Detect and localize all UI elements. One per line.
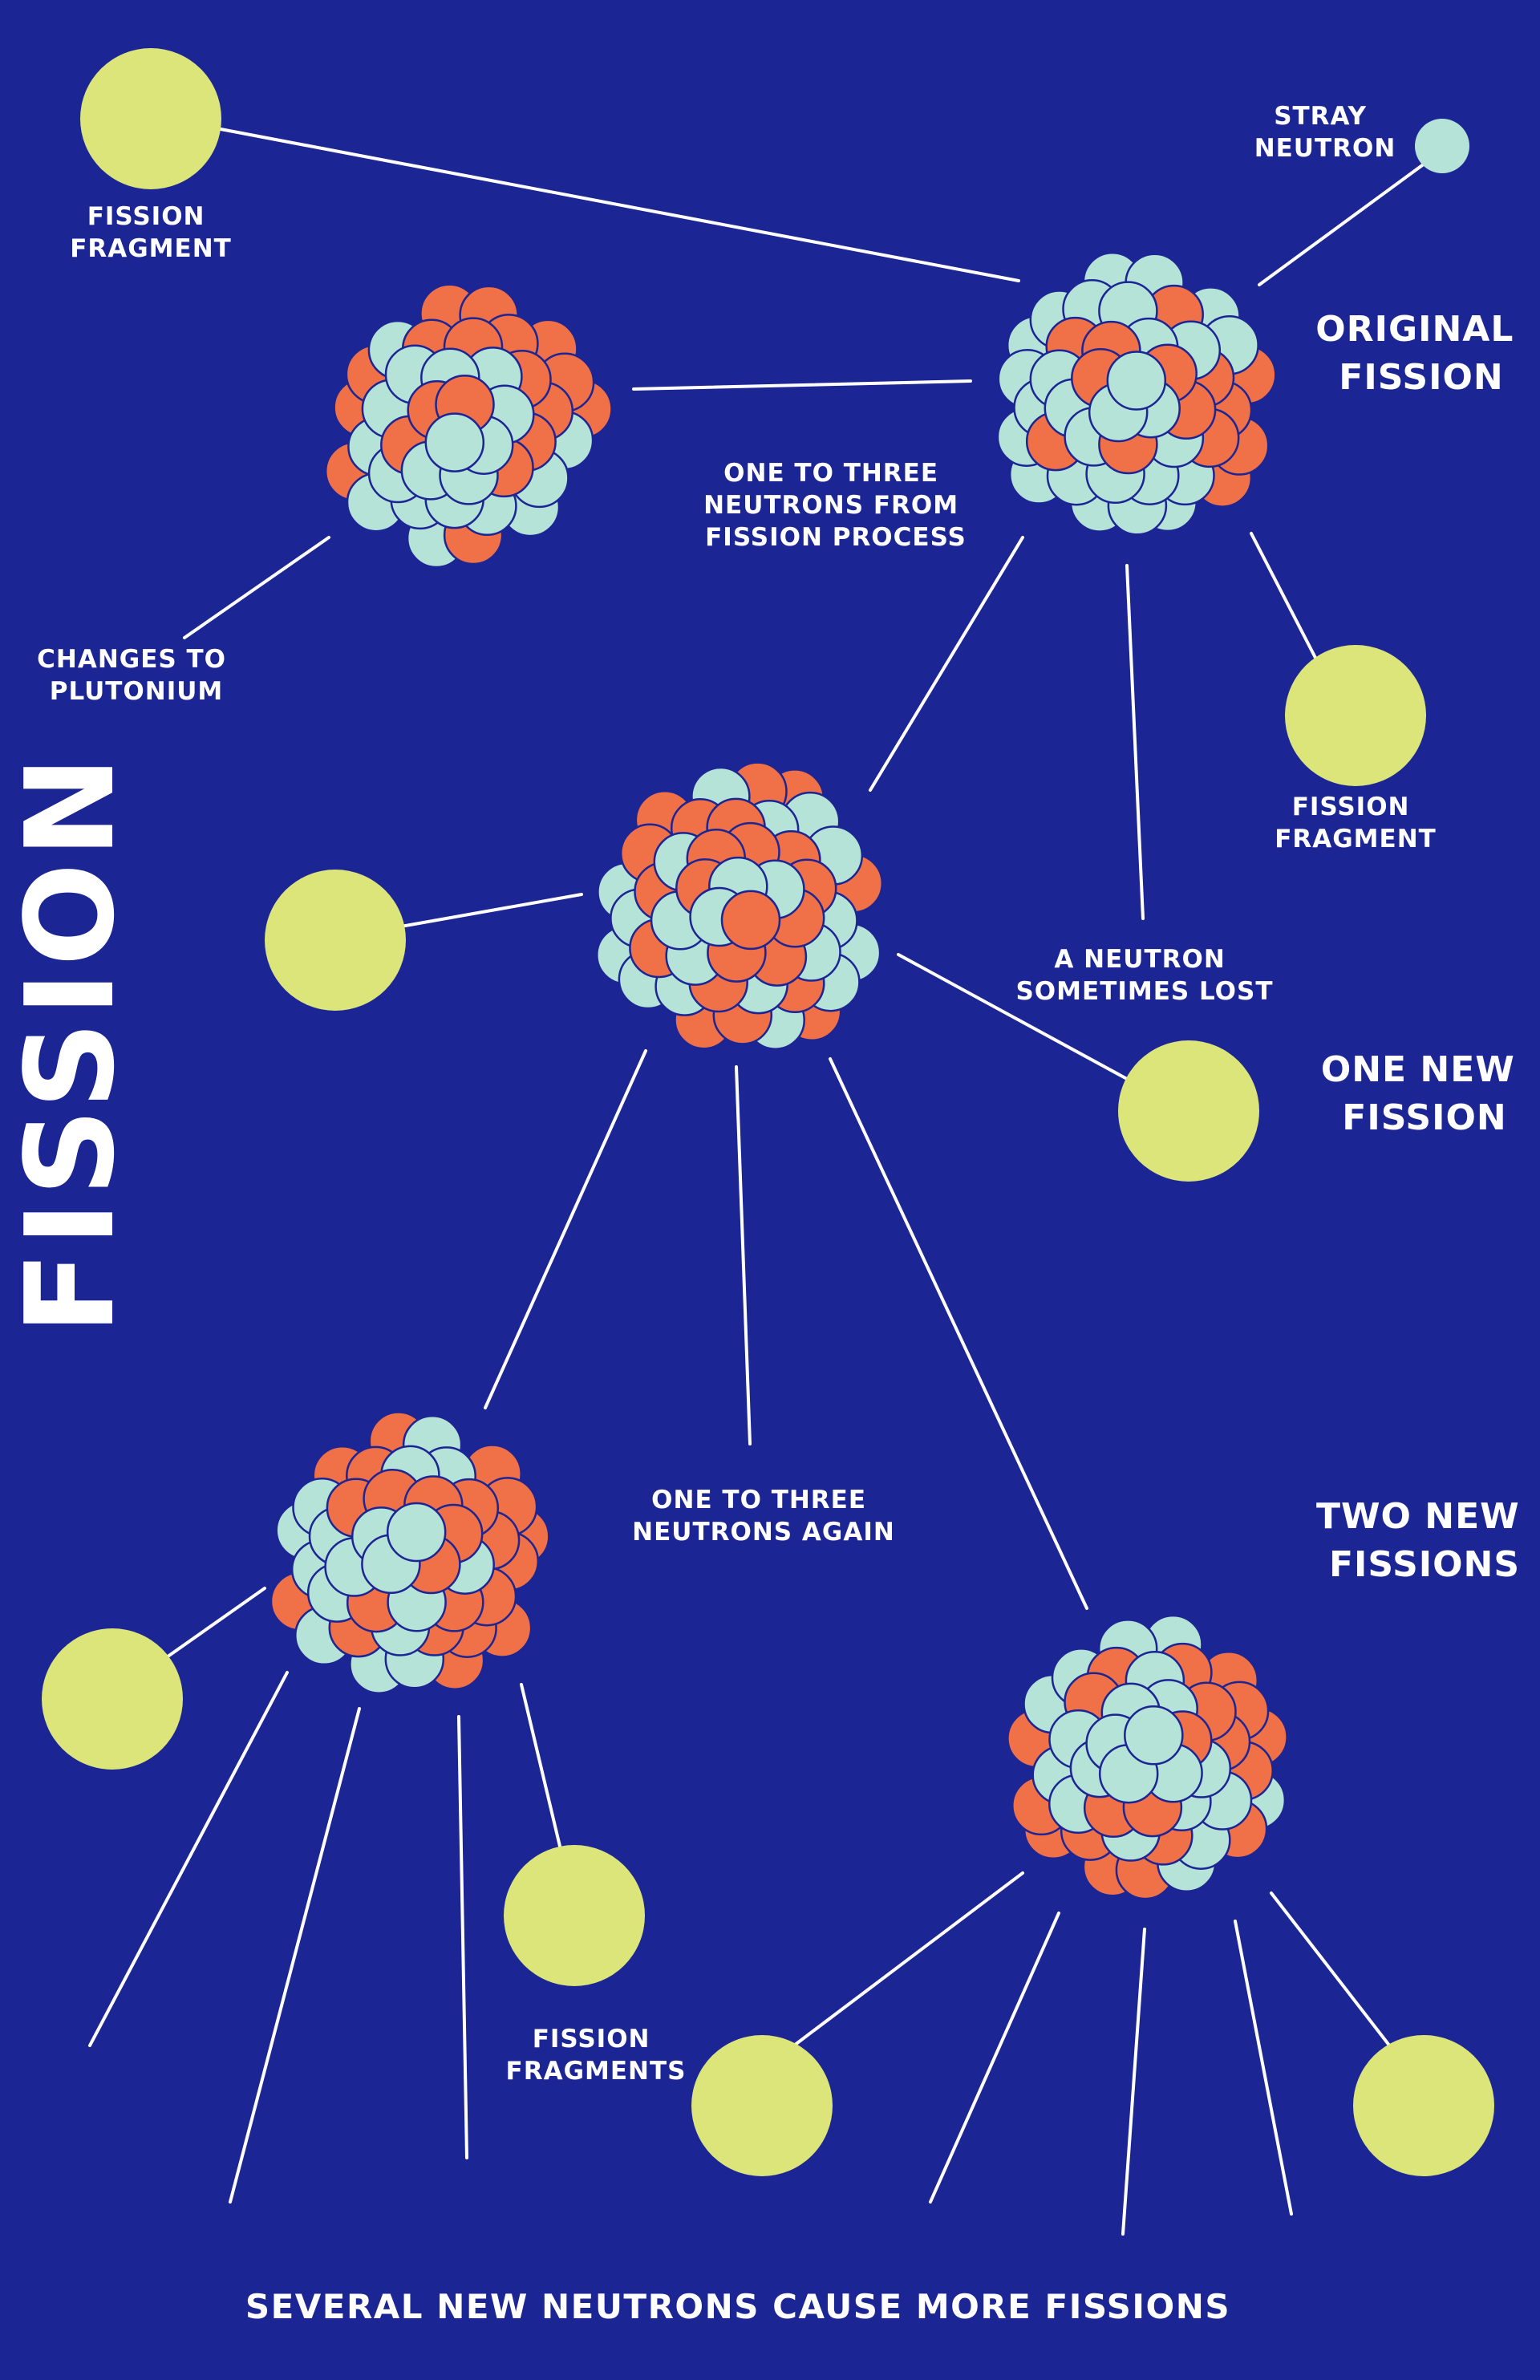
label-stray-neutron: STRAY NEUTRON xyxy=(1254,102,1396,163)
nucleus-two-new-fissions-left xyxy=(270,1411,550,1694)
line-right-to-fragment-2 xyxy=(1270,1891,1397,2055)
bottom-caption: SEVERAL NEW NEUTRONS CAUSE MORE FISSIONS xyxy=(245,2287,1230,2326)
label-one-to-three-neutrons-again: ONE TO THREE NEUTRONS AGAIN xyxy=(632,1486,895,1547)
nucleus-plutonium xyxy=(324,283,613,569)
label-changes-to-plutonium: CHANGES TO PLUTONIUM xyxy=(37,645,236,706)
fission-fragment-bottom-right xyxy=(1353,2035,1494,2176)
label-fission-fragments: FISSION FRAGMENTS xyxy=(506,2025,687,2086)
fission-fragment-bottom-center xyxy=(504,1845,645,1986)
neutron xyxy=(386,1502,447,1563)
label-one-to-three-neutrons: ONE TO THREE NEUTRONS FROM FISSION PROCE… xyxy=(703,459,968,552)
line-left-neutron-1 xyxy=(88,1671,289,2047)
line-fragment-top-to-original xyxy=(215,127,1020,282)
line-right-neutron-3 xyxy=(1234,1920,1293,2216)
line-fragment-right-mid xyxy=(897,953,1129,1081)
line-left-to-fragment xyxy=(155,1587,266,1666)
nucleus-two-new-fissions-right xyxy=(1007,1614,1288,1900)
fission-fragment-bottom-mid xyxy=(691,2035,833,2176)
stray-neutron xyxy=(1415,119,1469,173)
page-title: FISSION xyxy=(0,751,141,1334)
neutron xyxy=(1124,1705,1184,1766)
line-right-to-fragment xyxy=(776,1871,1024,2059)
label-neutron-sometimes-lost: A NEUTRON SOMETIMES LOST xyxy=(1015,945,1273,1006)
line-left-to-fragment-2 xyxy=(520,1683,563,1855)
line-plutonium-label xyxy=(183,536,330,639)
label-original-fission: ORIGINAL FISSION xyxy=(1315,309,1526,398)
line-neutrons-again xyxy=(735,1065,752,1445)
label-one-new-fission: ONE NEW FISSION xyxy=(1321,1049,1528,1138)
neutron xyxy=(1106,351,1167,411)
label-fission-fragment-top: FISSION FRAGMENT xyxy=(70,202,232,263)
line-stray-neutron xyxy=(1258,151,1441,286)
line-left-neutron-3 xyxy=(457,1715,468,2159)
line-fragment-left-mid xyxy=(399,893,583,928)
nucleus-original-fission xyxy=(996,251,1277,536)
neutron xyxy=(424,412,485,472)
line-original-to-fragment xyxy=(1250,532,1317,659)
label-fission-fragment-right: FISSION FRAGMENT xyxy=(1275,793,1437,853)
line-left-neutron-2 xyxy=(229,1707,361,2204)
nucleus-one-new-fission xyxy=(596,761,884,1050)
line-to-fission-left xyxy=(484,1049,647,1409)
fission-fragment-mid-right xyxy=(1118,1040,1259,1182)
line-neutron-lost xyxy=(1125,564,1145,920)
fission-fragment-right xyxy=(1285,645,1426,786)
line-to-fission-right xyxy=(829,1057,1088,1610)
label-two-new-fissions: TWO NEW FISSIONS xyxy=(1316,1496,1533,1585)
neutron-paths xyxy=(88,127,1441,2236)
line-original-to-one-new xyxy=(869,536,1024,792)
fission-fragment-top xyxy=(80,48,221,189)
line-right-neutron-2 xyxy=(1121,1928,1146,2236)
fission-fragment-mid-left xyxy=(265,870,406,1011)
fission-fragment-bottom-left xyxy=(42,1628,183,1770)
line-right-neutron-1 xyxy=(929,1912,1060,2204)
line-original-to-plutonium xyxy=(632,379,972,391)
proton xyxy=(720,890,781,951)
